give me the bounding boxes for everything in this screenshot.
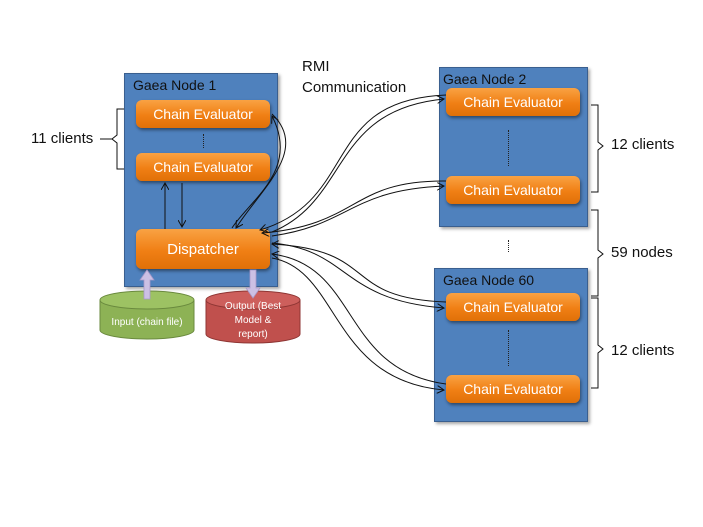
- node-60-ellipsis: [508, 330, 509, 366]
- rmi-arrow-node2-top-in: [260, 94, 447, 230]
- rmi-label-line2: Communication: [302, 79, 407, 96]
- rmi-arrow-node2-bottom-out: [271, 186, 444, 237]
- node-1-ellipsis: [203, 134, 204, 148]
- output-database-label-line2: Model &: [234, 315, 272, 326]
- node-1-clients-label: 11 clients: [31, 130, 94, 147]
- node-2-chain-evaluator-top: Chain Evaluator: [446, 88, 580, 116]
- rmi-arrow-node60-bottom-out: [271, 257, 444, 390]
- nodes-count-label: 59 nodes: [611, 244, 673, 261]
- node-60-clients-label: 12 clients: [611, 342, 675, 359]
- local-rmi-arrow-1: [231, 116, 281, 229]
- local-rmi-arrow-2: [236, 113, 287, 228]
- node-60-clients-bracket: [591, 297, 604, 389]
- node-1-chain-evaluator-bottom: Chain Evaluator: [136, 153, 270, 181]
- input-database-label: Input (chain file): [111, 317, 183, 328]
- node-60-title: Gaea Node 60: [443, 272, 535, 288]
- node-1-chain-evaluator-top: Chain Evaluator: [136, 100, 270, 128]
- node-2-clients-bracket: [591, 104, 604, 193]
- node-2-clients-label: 12 clients: [611, 136, 675, 153]
- output-database-label-line1: Output (Best: [224, 301, 282, 312]
- node-2-ellipsis: [508, 130, 509, 166]
- input-database-icon: [99, 290, 195, 340]
- node-2-chain-evaluator-bottom: Chain Evaluator: [446, 176, 580, 204]
- node-2-title: Gaea Node 2: [443, 71, 527, 87]
- nodes-bracket: [591, 209, 604, 297]
- output-database-label-line3: report): [238, 329, 268, 340]
- node-60-chain-evaluator-bottom: Chain Evaluator: [446, 375, 580, 403]
- nodes-ellipsis: [508, 240, 509, 252]
- rmi-label-line1: RMI: [302, 58, 330, 75]
- dispatcher-to-output-arrow: [245, 269, 261, 299]
- rmi-arrow-node60-top-in: [272, 244, 447, 303]
- input-to-dispatcher-arrow: [139, 269, 155, 300]
- dispatcher: Dispatcher: [136, 229, 270, 269]
- rmi-arrow-node2-bottom-in: [262, 180, 447, 233]
- node-1-title: Gaea Node 1: [133, 77, 217, 93]
- rmi-arrow-node60-top-out: [271, 242, 444, 308]
- node-1-clients-bracket: [111, 108, 124, 170]
- rmi-arrow-node60-bottom-in: [272, 254, 447, 385]
- output-database-icon: [205, 290, 301, 344]
- node-60-chain-evaluator-top: Chain Evaluator: [446, 293, 580, 321]
- rmi-arrow-node2-top-out: [271, 99, 444, 233]
